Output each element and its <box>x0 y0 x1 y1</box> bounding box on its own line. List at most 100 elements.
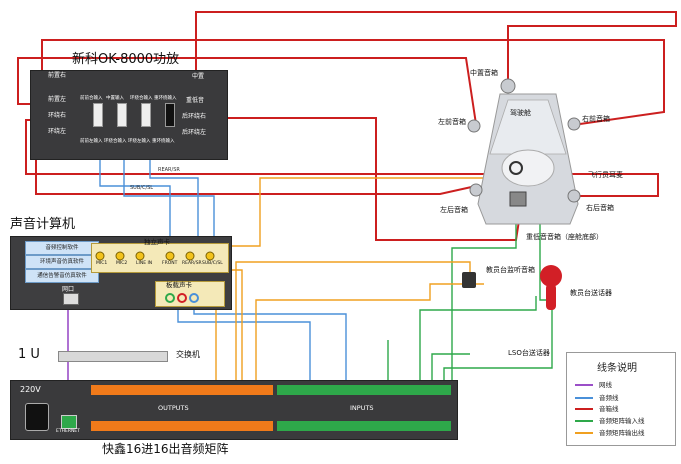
amp-input-top-2: 环绕合输入 <box>130 96 153 101</box>
switch-label: 交换机 <box>176 350 200 359</box>
label-front-left: 左前音箱 <box>438 118 466 126</box>
front-left-speaker-icon <box>467 119 481 133</box>
talkback-mic-icon <box>540 265 562 310</box>
computer-title: 声音计算机 <box>10 217 76 232</box>
speaker-cable-sub <box>210 117 521 241</box>
label-headset: 飞行员耳麦 <box>588 171 623 179</box>
rack-unit-label: 1 U <box>18 347 40 362</box>
legend-swatch-2 <box>575 408 593 410</box>
ethernet-label: ETHERNET <box>56 429 80 434</box>
tag-sub-c-sl: SUB/C/SL <box>130 185 154 191</box>
amplifier <box>30 70 228 160</box>
audio-cable-sub <box>123 150 215 256</box>
legend-item-3: 音频矩阵输入线 <box>575 415 645 425</box>
legend-title: 线条说明 <box>597 363 637 374</box>
software-item-2[interactable]: 通信告警音仿真软件 <box>25 269 99 283</box>
cockpit <box>477 93 579 225</box>
legend-swatch-1 <box>575 397 593 399</box>
cockpit-canopy <box>489 99 567 155</box>
software-item-1[interactable]: 环境声音仿真软件 <box>25 255 99 269</box>
jack-line-in: LINE IN <box>136 261 153 266</box>
output-terminals-top <box>91 385 273 395</box>
power-socket <box>25 403 49 431</box>
label-center-speaker: 中置音箱 <box>470 69 498 77</box>
inputs-label: INPUTS <box>350 404 374 412</box>
jack-mic1: MIC1 <box>96 261 108 266</box>
audio-matrix <box>10 380 458 440</box>
speaker-cable-front-right <box>41 39 665 125</box>
audio-cable-front <box>99 150 171 256</box>
board-card-title: 板载声卡 <box>166 281 192 289</box>
amp-input-bottom-1: 环绕合输入 <box>104 139 127 144</box>
amp-port-right-3: 后环绕左 <box>182 129 207 136</box>
amp-port-right-0: 中置 <box>192 73 205 80</box>
amp-title: 新科OK-8000功放 <box>72 52 180 67</box>
sound-card-title: 独立声卡 <box>144 238 170 246</box>
legend-item-4: 音频矩阵输出线 <box>575 427 645 437</box>
legend-item-2: 音箱线 <box>575 403 619 413</box>
net-port-label: 网口 <box>62 286 75 293</box>
amp-port-right-1: 重低音 <box>186 97 205 104</box>
output-terminals-bottom <box>91 421 273 431</box>
network-switch <box>58 351 168 362</box>
label-rear-right: 右后音箱 <box>586 204 614 212</box>
rear-right-speaker-icon <box>567 189 581 203</box>
sub-speaker-icon <box>509 191 527 207</box>
jack-sub: SUB/C/SL <box>202 261 223 266</box>
label-lso: LSO台送话器 <box>508 349 550 357</box>
speaker-icons <box>467 78 581 203</box>
tag-rear-sr: REAR/SR <box>158 167 180 173</box>
front-right-speaker-icon <box>567 117 581 131</box>
jack-front: FRONT <box>162 261 178 266</box>
legend-swatch-4 <box>575 432 593 434</box>
amp-input-bottom-0: 前前左输入 <box>80 139 103 144</box>
amp-port-left-2: 环绕右 <box>48 112 67 119</box>
label-rear-left: 左后音箱 <box>440 206 468 214</box>
outputs-label: OUTPUTS <box>158 404 189 412</box>
board-card-jacks <box>165 293 199 303</box>
matrix-input-cables <box>387 168 553 388</box>
legend: 线条说明 网线 音频线 音箱线 音频矩阵输入线 音频矩阵输出线 <box>566 352 676 446</box>
label-front-right: 右前音箱 <box>582 115 610 123</box>
matrix-name: 快鑫16进16出音频矩阵 <box>102 442 229 456</box>
input-cable-headset-b <box>443 168 553 388</box>
input-terminals-top <box>277 385 451 395</box>
label-talkback: 教员台送话器 <box>570 289 612 297</box>
amp-port-left-0: 前置右 <box>48 72 67 79</box>
headset-icon <box>509 161 523 175</box>
sound-card-jacks <box>95 251 215 261</box>
legend-item-0: 网线 <box>575 379 612 389</box>
output-cable-3 <box>255 283 484 388</box>
speaker-cable-rear-right <box>25 119 659 197</box>
monitor-speaker-icon <box>462 272 476 288</box>
input-cable-lso <box>431 353 470 388</box>
jack-mic2: MIC2 <box>116 261 128 266</box>
legend-swatch-3 <box>575 420 593 422</box>
legend-item-1: 音频线 <box>575 392 619 402</box>
input-cable-talkback <box>419 296 537 388</box>
jack-rear: REAR/SR <box>182 261 202 266</box>
amp-input-bottom-2: 环绕左输入 <box>128 139 151 144</box>
speaker-cable-front-left <box>17 57 477 125</box>
amp-port-left-3: 环绕左 <box>48 128 67 135</box>
software-item-0[interactable]: 音频控制软件 <box>25 241 99 255</box>
amp-port-right-2: 后环绕右 <box>182 113 207 120</box>
amp-input-top-3: 重环绕输入 <box>154 96 177 101</box>
rear-left-speaker-icon <box>469 183 483 197</box>
label-sub: 重低音音箱（座舱底部） <box>526 233 603 241</box>
cockpit-seat <box>501 149 555 187</box>
amp-input-bottom-3: 重环绕输入 <box>152 139 175 144</box>
amp-input-top-1: 中置输入 <box>106 96 124 101</box>
label-cabin: 驾驶舱 <box>510 109 531 117</box>
center-speaker-icon <box>500 78 516 94</box>
sound-computer: 音频控制软件 环境声音仿真软件 通信告警音仿真软件 <box>10 236 232 310</box>
amp-input-top-0: 前前合输入 <box>80 96 103 101</box>
amp-port-left-1: 前置左 <box>48 96 67 103</box>
audio-cable-rear <box>149 150 199 256</box>
speaker-cable-center <box>195 11 677 80</box>
ethernet-port <box>61 415 77 429</box>
label-monitor: 教员台监听音箱 <box>486 266 535 274</box>
input-terminals-bottom <box>277 421 451 431</box>
board-card-panel <box>155 281 225 307</box>
net-port <box>63 293 79 305</box>
